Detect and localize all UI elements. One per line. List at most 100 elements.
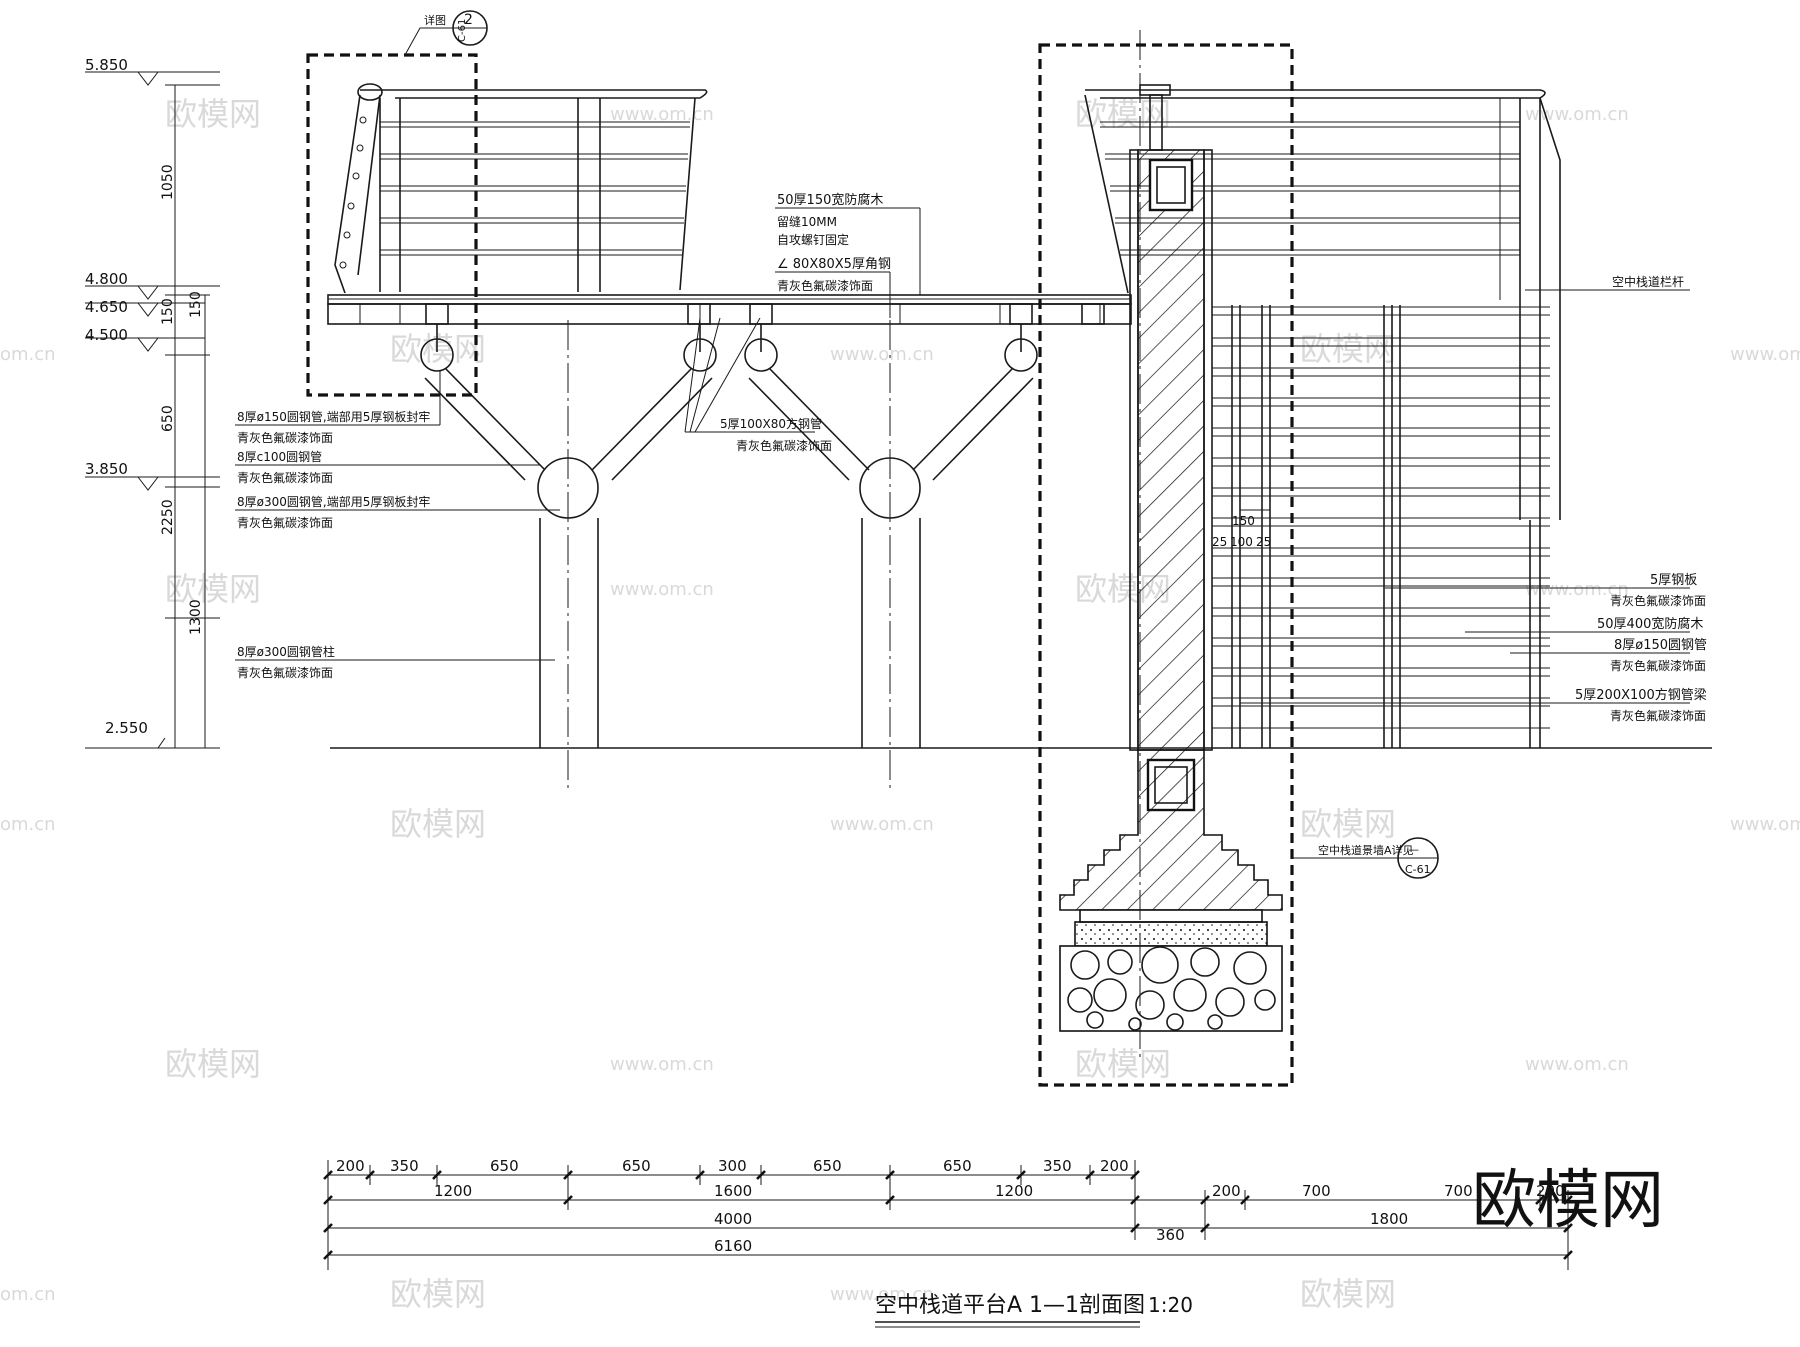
wall-section: [1059, 30, 1561, 1060]
annotation: 5厚100X80方钢管: [720, 416, 822, 431]
watermark: www.om.cn: [1525, 104, 1629, 125]
watermark: www.om.cn: [610, 1054, 714, 1075]
annotation: 5厚200X100方钢管梁: [1575, 687, 1707, 703]
small-dim: 100: [1230, 535, 1253, 549]
annotation: 青灰色氟碳漆饰面: [777, 279, 873, 293]
dim-value: 1200: [434, 1182, 472, 1200]
annotation: 空中栈道栏杆: [1612, 274, 1684, 289]
watermark: om.cn: [0, 1284, 56, 1305]
small-dim: 25: [1256, 535, 1271, 549]
watermark: om.cn: [0, 814, 56, 835]
dim-value: 200: [336, 1157, 365, 1175]
annotation: 留缝10MM: [777, 214, 837, 229]
detail-callout-top: 详图 2 C-61: [404, 10, 488, 56]
dim-value: 6160: [714, 1237, 752, 1255]
watermarks: 欧模网 www.om.cn 欧模网 www.om.cn om.cn 欧模网 ww…: [0, 95, 1800, 1313]
deck: [327, 294, 1132, 325]
watermark: 欧模网: [165, 95, 261, 133]
annotation: 50厚150宽防腐木: [777, 192, 883, 208]
watermark: 欧模网: [1300, 1275, 1396, 1313]
watermark: www.om.cn: [830, 1284, 934, 1305]
annotations-right: 空中栈道栏杆 5厚钢板 青灰色氟碳漆饰面 50厚400宽防腐木 8厚ø150圆钢…: [1212, 274, 1707, 879]
dim-value: 200: [1536, 1182, 1565, 1200]
vertical-dim: 1050: [160, 164, 176, 200]
small-dim: 150: [1232, 514, 1255, 528]
dim-value: 300: [718, 1157, 747, 1175]
annotations-left: 50厚150宽防腐木 留缝10MM 自攻螺钉固定 ∠ 80X80X5厚角钢 青灰…: [235, 192, 921, 680]
dimension-chains: 200 350 650 650 300 650 650 350 200 1200…: [323, 1157, 1573, 1270]
left-railing: [334, 83, 708, 294]
annotation: 青灰色氟碳漆饰面: [1610, 659, 1706, 673]
annotation: 空中栈道景墙A详见: [1318, 843, 1414, 857]
dim-value: 650: [622, 1157, 651, 1175]
annotation: 青灰色氟碳漆饰面: [237, 471, 333, 485]
elevation-column: 5.850 4.800 4.650 4.500 3.850 2.550 1050…: [85, 56, 220, 749]
annotation: 青灰色氟碳漆饰面: [1610, 709, 1706, 723]
vertical-dim: 150: [160, 298, 176, 325]
dim-value: 200: [1100, 1157, 1129, 1175]
dim-value: 350: [390, 1157, 419, 1175]
watermark: www.om.cn: [610, 579, 714, 600]
watermark: 欧模网: [390, 1275, 486, 1313]
right-cladding: [1212, 305, 1550, 748]
dim-value: 650: [813, 1157, 842, 1175]
annotation: ∠ 80X80X5厚角钢: [777, 257, 891, 272]
watermark: 欧模网: [1300, 330, 1396, 368]
dim-value: 1600: [714, 1182, 752, 1200]
dim-value: 650: [943, 1157, 972, 1175]
dim-value: 650: [490, 1157, 519, 1175]
detail-sheet: C-61: [1405, 863, 1431, 876]
annotation: 青灰色氟碳漆饰面: [1610, 594, 1706, 608]
dim-value: 4000: [714, 1210, 752, 1228]
elevation-label: 2.550: [105, 719, 148, 737]
annotation: 青灰色氟碳漆饰面: [237, 666, 333, 680]
elevation-label: 4.500: [85, 326, 128, 344]
watermark: 欧模网: [1075, 1045, 1171, 1083]
annotation: 自攻螺钉固定: [777, 232, 849, 247]
dim-value: 1200: [995, 1182, 1033, 1200]
watermark: 欧模网: [390, 805, 486, 843]
watermark: www.om.cn: [1730, 814, 1800, 835]
watermark: om.cn: [0, 344, 56, 365]
detail-box-wall: [1038, 43, 1294, 1087]
watermark: www.om.cn: [1730, 344, 1800, 365]
elevation-label: 4.650: [85, 298, 128, 316]
drawing-scale: 1:20: [1148, 1293, 1193, 1317]
watermark: 欧模网: [165, 570, 261, 608]
dim-value: 360: [1156, 1226, 1185, 1244]
detail-box-railing: [306, 53, 478, 397]
elevation-label: 5.850: [85, 56, 128, 74]
watermark: www.om.cn: [830, 344, 934, 365]
annotation: 8厚ø300圆钢管柱: [237, 644, 335, 659]
annotation: 8厚ø150圆钢管: [1614, 638, 1707, 653]
annotation: 青灰色氟碳漆饰面: [237, 516, 333, 530]
watermark: www.om.cn: [1525, 579, 1629, 600]
detail-sheet: C-61: [457, 19, 468, 42]
drawing-title: 空中栈道平台A 1—1剖面图: [875, 1293, 1145, 1318]
detail-label: 详图: [424, 13, 446, 27]
annotation: 青灰色氟碳漆饰面: [237, 431, 333, 445]
small-dim: 25: [1212, 535, 1227, 549]
annotation: 5厚钢板: [1650, 573, 1697, 588]
watermark: www.om.cn: [1525, 1054, 1629, 1075]
annotation: 8厚c100圆钢管: [237, 449, 322, 464]
vertical-dim: 1300: [188, 599, 204, 635]
detail-number: 2: [464, 12, 473, 28]
annotation: 8厚ø300圆钢管,端部用5厚钢板封牢: [237, 494, 430, 509]
vertical-dim: 2250: [160, 499, 176, 535]
brand-logo: 欧模网: [1472, 1164, 1664, 1238]
y-branches: [420, 320, 1038, 790]
watermark: 欧模网: [165, 1045, 261, 1083]
dim-value: 700: [1444, 1182, 1473, 1200]
dim-value: 200: [1212, 1182, 1241, 1200]
annotation: 50厚400宽防腐木: [1597, 616, 1703, 632]
dim-value: 700: [1302, 1182, 1331, 1200]
vertical-dim: 650: [160, 405, 176, 432]
vertical-dim: 150: [188, 291, 204, 318]
watermark: 欧模网: [1300, 805, 1396, 843]
detail-number: —: [1408, 843, 1419, 856]
watermark: www.om.cn: [830, 814, 934, 835]
dim-value: 1800: [1370, 1210, 1408, 1228]
